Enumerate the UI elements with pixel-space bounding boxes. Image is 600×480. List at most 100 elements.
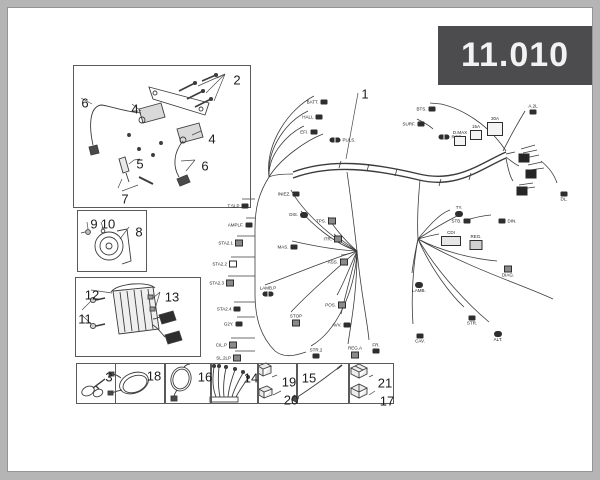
connector-glyph — [292, 191, 300, 197]
connector-din: DIN. — [498, 218, 517, 224]
connector-cdi: CDI — [441, 230, 461, 246]
connector-label: FR. — [372, 342, 380, 347]
connector-glyph — [438, 134, 450, 140]
callout-1: 1 — [361, 86, 369, 102]
callout-6: 6 — [81, 95, 89, 111]
inset-cable-18 — [115, 363, 165, 404]
connector-rof: ROF. — [438, 134, 462, 140]
connector-glyph — [468, 315, 476, 321]
connector-glyph — [235, 321, 243, 327]
connector-glyph — [498, 218, 506, 224]
connector-glyph — [328, 217, 336, 225]
connector-glyph — [504, 265, 512, 273]
inset-horn-drawing — [80, 228, 132, 265]
connector-cav: CAV. — [415, 333, 425, 343]
callout-20: 20 — [283, 392, 299, 408]
connector-lamb-p: LAMB.P — [260, 285, 276, 297]
inset-ignition-coils — [73, 65, 251, 208]
connector-str-2: STR.2 — [310, 347, 322, 359]
connector-a-2l: A.2L — [528, 103, 538, 115]
connector-label: ALT. — [493, 337, 503, 342]
connector-stb: STB. — [451, 218, 471, 224]
connector-glyph — [329, 137, 341, 143]
connector-label: DIAG. — [501, 272, 515, 278]
connector-ty: TY. — [455, 205, 463, 217]
connector-glyph — [372, 348, 380, 354]
sheet-background: 11.010 BATT.HALLEFI.PULS.SURF.ROF.BTS.A.… — [7, 7, 593, 472]
connector-stop: STOP — [290, 313, 302, 327]
connector-glyph — [300, 212, 308, 218]
connector-ass: ASS. — [328, 258, 348, 266]
connector-label: G2Y. — [223, 320, 234, 326]
connector-label: STR. — [466, 320, 478, 326]
connector-glyph — [469, 240, 483, 250]
connector-glyph — [320, 99, 328, 105]
connector-label: LAMB. — [412, 288, 426, 293]
connector-tps: TPS. — [316, 217, 336, 225]
connector-bts: BTS. — [416, 106, 436, 112]
connector-label: CAV. — [415, 338, 425, 344]
connector-label: DIS. — [289, 211, 298, 217]
connector-glyph — [441, 236, 461, 246]
connector-cil-p: CIL.P — [216, 341, 237, 349]
inset-cable-16 — [165, 363, 211, 404]
connector-label: CDI — [447, 229, 455, 235]
inset-connectors-19-20 — [258, 363, 297, 404]
callout-9: 9 — [90, 216, 98, 232]
connector-label: PULS. — [342, 136, 356, 142]
callout-18: 18 — [146, 368, 162, 384]
inset-regulator-drawing — [89, 283, 183, 345]
connector-label: AVV. — [331, 321, 342, 327]
connector-glyph — [334, 235, 342, 243]
connector-glyph — [229, 341, 237, 349]
connector-glyph — [415, 282, 423, 288]
connector-sta2-2: STA2.2 — [212, 260, 237, 268]
connector-label: REG. — [470, 233, 482, 239]
connector-label: EFI. — [300, 128, 309, 134]
inset-voltage-regulator — [75, 277, 201, 357]
connector-label: T.SLP — [227, 202, 240, 208]
connector-avv: AVV. — [332, 322, 351, 328]
connector-label: POS. — [325, 301, 336, 307]
connector-glyph — [233, 354, 241, 362]
connector-label: TPS. — [315, 217, 326, 223]
callout-5: 5 — [136, 156, 144, 172]
connector-sl-2lp: SL.2LP — [216, 354, 241, 362]
connector-glyph — [463, 218, 471, 224]
connector-hall: HALL — [302, 114, 323, 120]
connector-label: MAS. — [277, 243, 289, 249]
connector-label: REG.A — [347, 345, 363, 350]
connector-label: STA2.4 — [216, 305, 232, 311]
connector-label: ITR. — [323, 235, 333, 241]
connector-glyph — [516, 186, 528, 196]
callout-17: 17 — [379, 393, 395, 409]
inset-cable-15 — [297, 363, 349, 404]
page-code-box: 11.010 — [438, 26, 592, 85]
connector-pos: POS. — [325, 301, 346, 309]
connector-glyph — [340, 258, 348, 266]
inset-coils-drawing — [88, 72, 219, 187]
connector-sta2-4: STA2.4 — [217, 306, 241, 312]
connector-reg: REG. — [469, 234, 483, 250]
connector-fr: FR. — [372, 342, 380, 354]
callout-2: 2 — [233, 72, 241, 88]
connector-label: CIL.P — [215, 341, 227, 347]
connector-glyph — [518, 153, 530, 163]
diagram-artwork — [80, 72, 558, 403]
connector-glyph — [233, 306, 241, 312]
connector-glyph — [235, 239, 243, 247]
connector-glyph — [315, 114, 323, 120]
connector-iniez: INIEZ. — [278, 191, 300, 197]
connector-label: 15A — [471, 123, 481, 129]
connector-label: LAMB.P — [259, 285, 277, 290]
connector-label: STA2.2 — [212, 260, 227, 266]
connector-glyph — [525, 169, 537, 179]
bottom-row-drawings — [81, 362, 369, 403]
connector-glyph — [455, 211, 463, 217]
connector-glyph — [351, 351, 359, 359]
connector-glyph — [428, 106, 436, 112]
connector-glyph — [417, 121, 425, 127]
connector-12 — [525, 169, 537, 179]
connector-glyph — [290, 244, 298, 250]
connector-itr: ITR. — [324, 235, 342, 243]
